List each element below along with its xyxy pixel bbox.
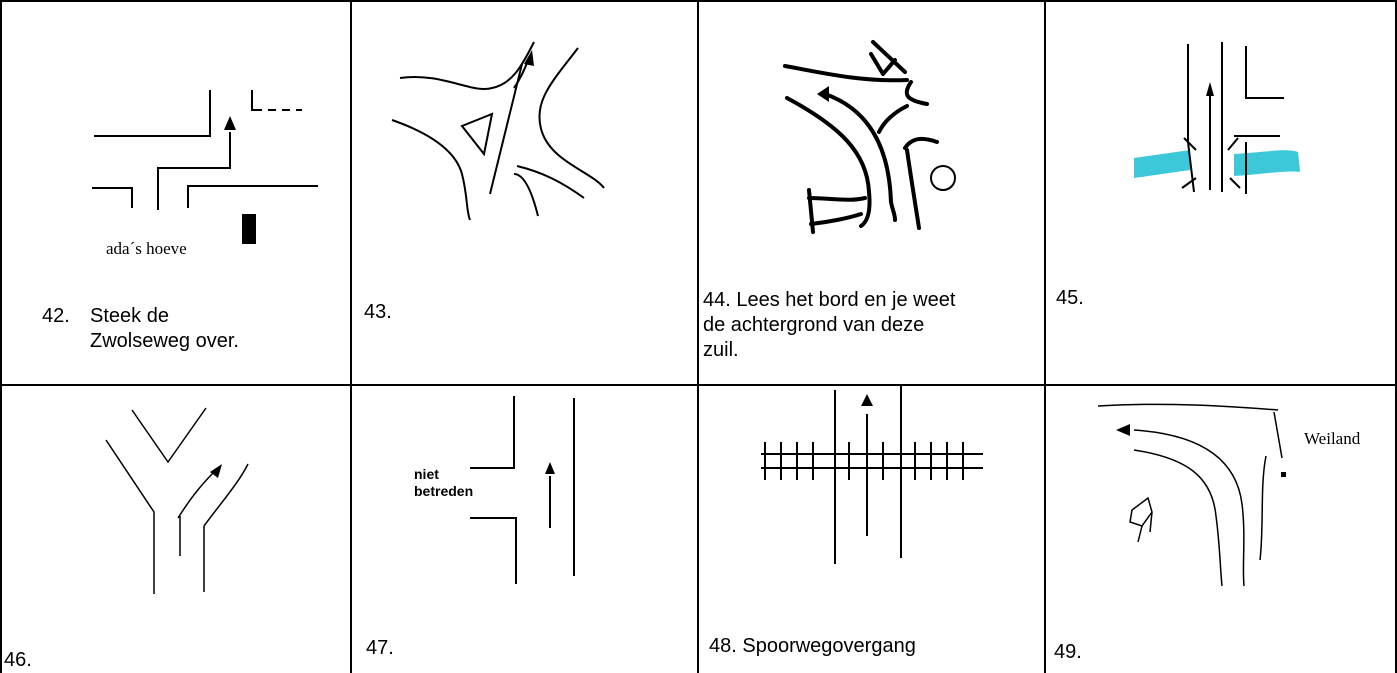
caption-46: 46. [4, 649, 32, 671]
route-sketch-43 [391, 41, 605, 221]
column-divider-2 [697, 0, 699, 673]
cell-49: Weiland 49. [1046, 386, 1395, 673]
caption-45: 45. [1056, 287, 1084, 309]
caption-42-line-2: Zwolseweg over. [90, 330, 239, 352]
route-sketch-49 [1097, 403, 1286, 587]
cell-46: 46. [2, 386, 350, 673]
map-label-betreden: betreden [414, 483, 474, 499]
cell-42: ada´s hoeve 42. Steek de Zwolseweg over. [2, 2, 350, 384]
caption-42-line-1: Steek de [90, 305, 169, 327]
cell-48: 48. Spoorwegovergang [699, 386, 1044, 673]
cell-44: 44. Lees het bord en je weet de achtergr… [699, 2, 1044, 384]
map-label-ada-hoeve: ada´s hoeve [106, 239, 187, 258]
caption-44-line-2: de achtergrond van deze [703, 314, 925, 336]
cell-45: 45. [1046, 2, 1395, 384]
caption-44-line-1: 44. Lees het bord en je weet [703, 289, 956, 311]
route-sketch-45 [1134, 42, 1300, 194]
caption-43: 43. [364, 301, 392, 323]
route-sketch-42 [92, 90, 318, 244]
caption-49: 49. [1054, 641, 1082, 663]
cell-47: niet betreden 47. [352, 386, 697, 673]
column-divider-3 [1044, 0, 1046, 673]
caption-44-line-3: zuil. [703, 339, 739, 361]
cell-43: 43. [352, 2, 697, 384]
map-label-niet: niet [414, 466, 439, 482]
caption-48: 48. Spoorwegovergang [709, 635, 916, 657]
route-sketch-47 [470, 396, 575, 584]
table-border-right [1395, 0, 1397, 673]
route-sketch-46 [105, 407, 249, 594]
route-sketch-48 [761, 386, 983, 564]
column-divider-1 [350, 0, 352, 673]
table-border-left [0, 0, 2, 673]
map-label-weiland: Weiland [1304, 429, 1361, 448]
caption-number-42: 42. [42, 305, 70, 327]
route-sketch-44 [783, 40, 956, 234]
caption-47: 47. [366, 637, 394, 659]
